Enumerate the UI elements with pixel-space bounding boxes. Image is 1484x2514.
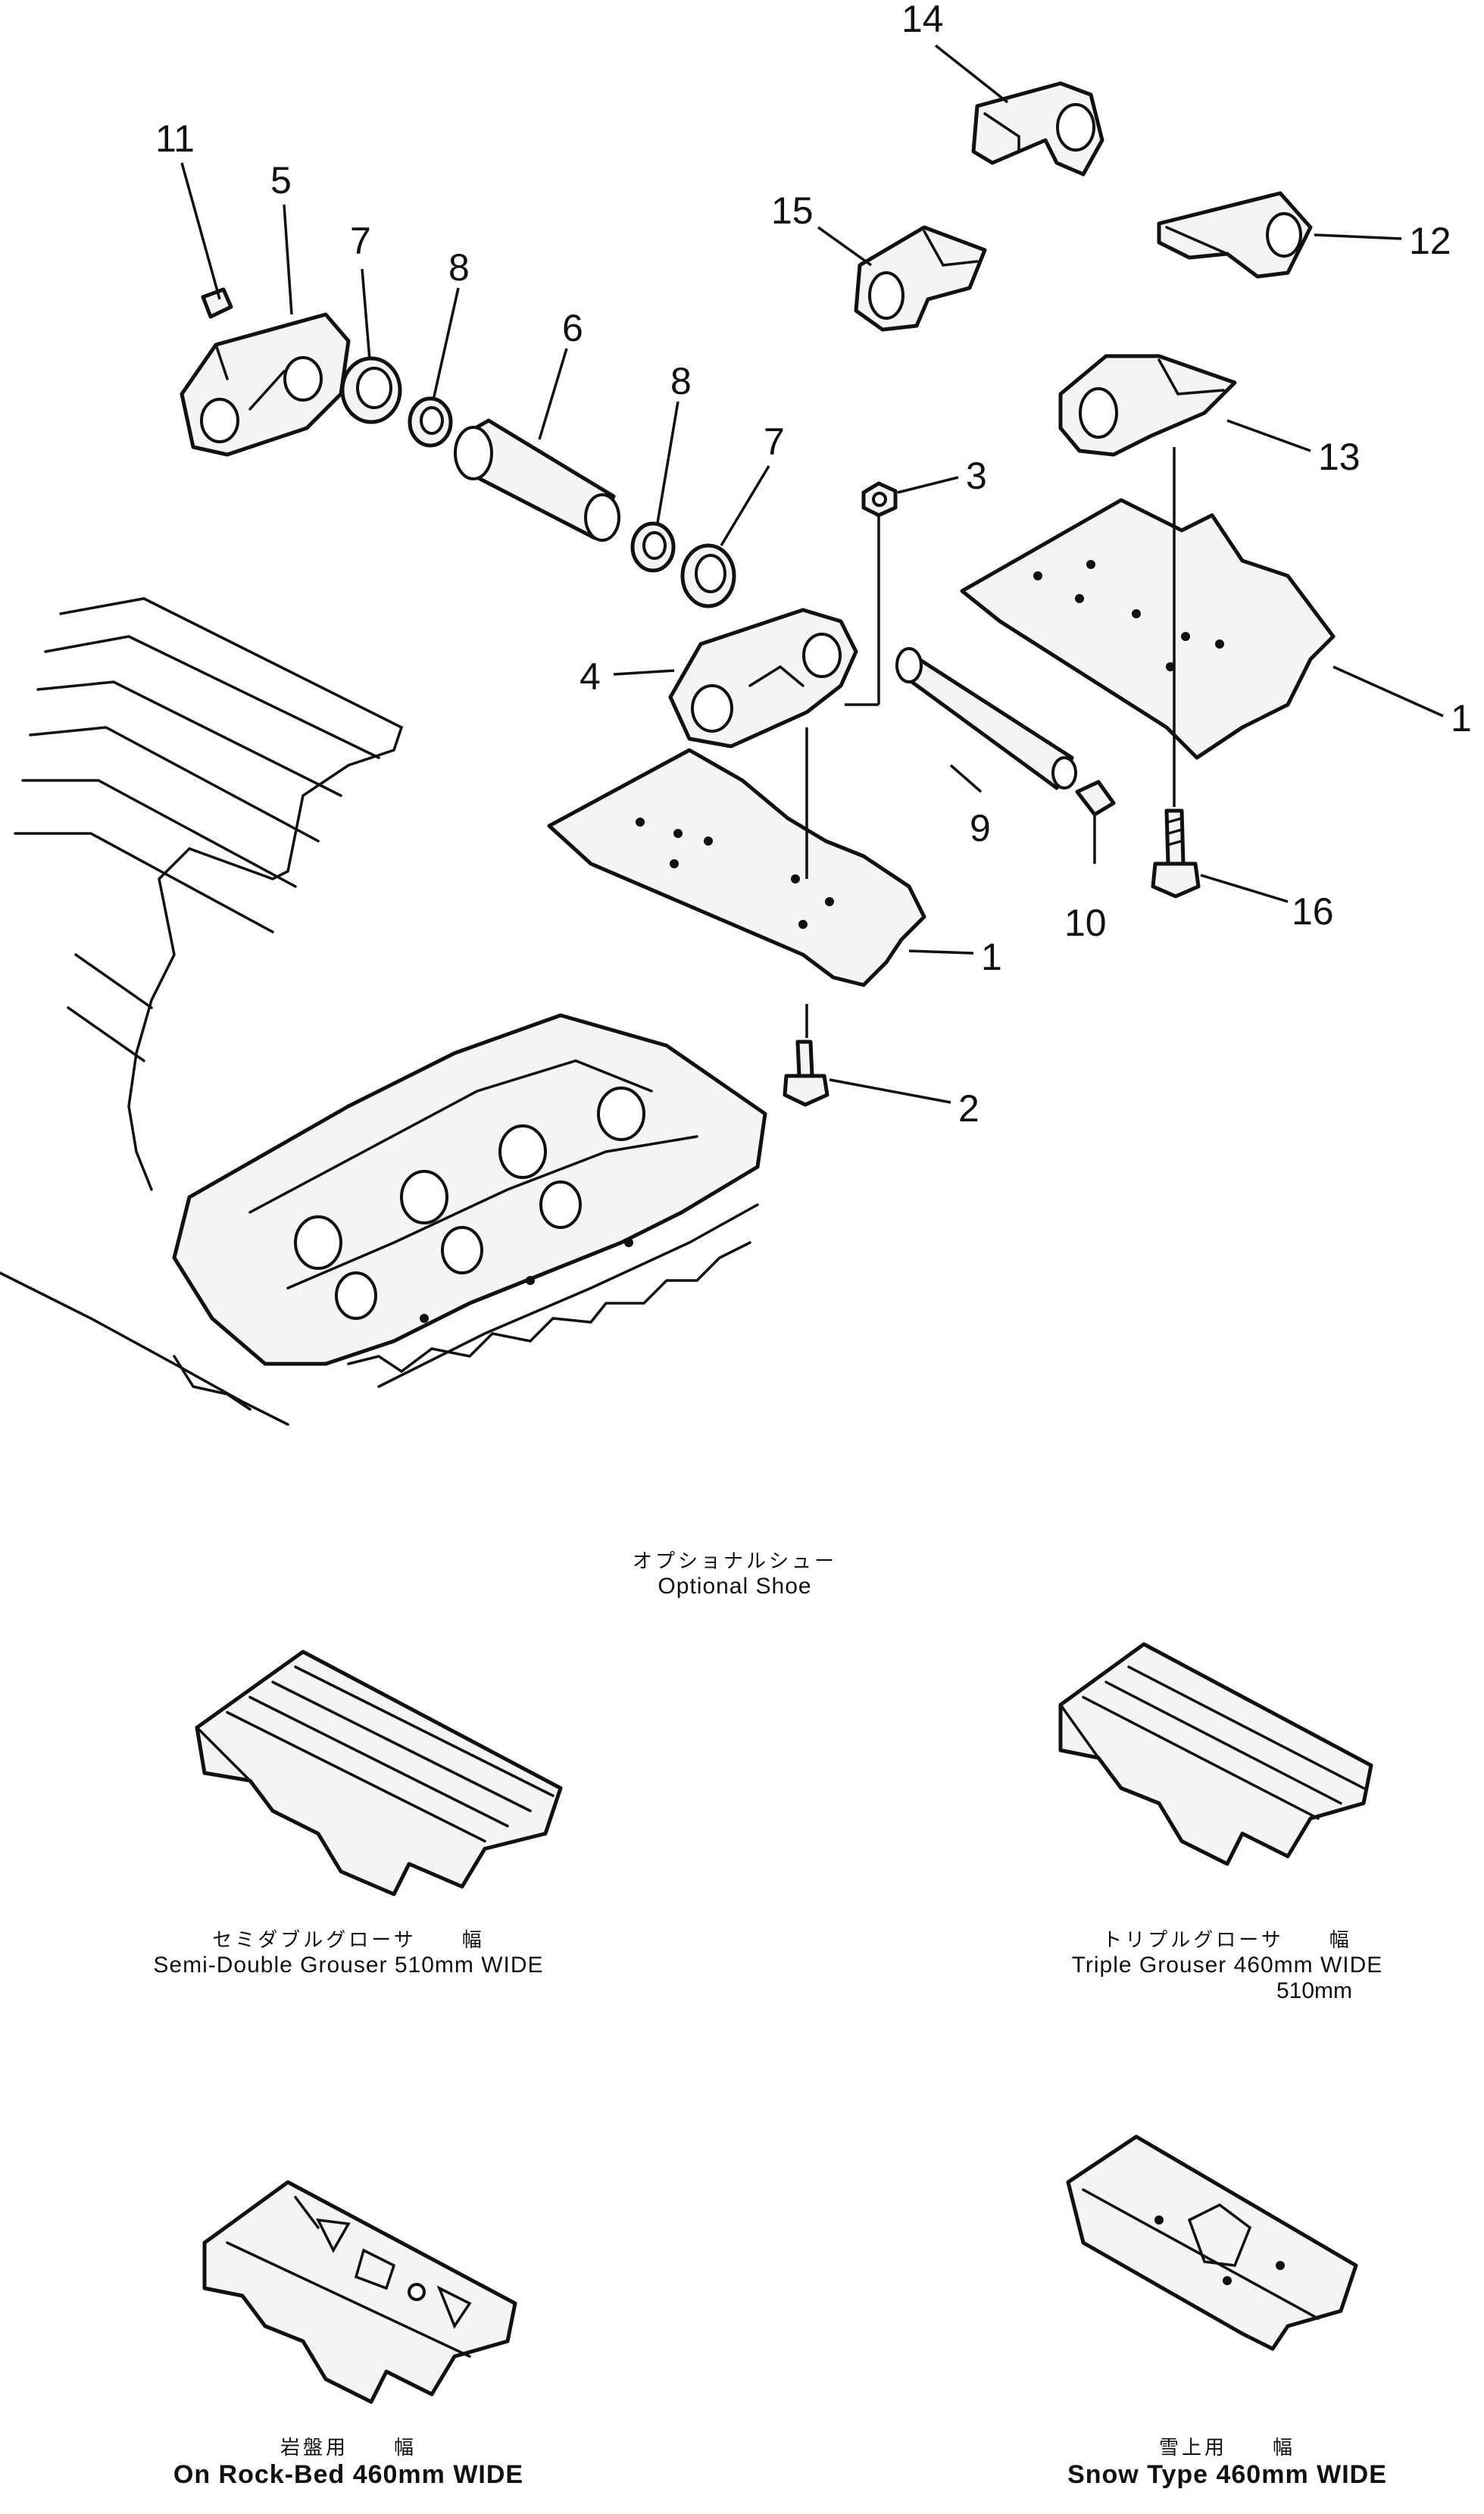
caption-rock-bed-jp: 岩盤用 幅 bbox=[280, 2436, 417, 2459]
part-10-plug bbox=[1075, 780, 1116, 817]
part-14-master-link bbox=[971, 81, 1104, 177]
optional-shoe-title-jp: オプショナルシュー bbox=[632, 1549, 837, 1572]
callout-numbers: 14 15 12 13 11 5 7 8 6 8 7 3 4 1 9 10 16… bbox=[155, 0, 1472, 1130]
part-1-shoe-center bbox=[547, 748, 926, 987]
caption-triple-grouser: トリプルグローサ 幅 Triple Grouser 460mm WIDE 510… bbox=[1015, 1925, 1439, 2004]
callout-14: 14 bbox=[901, 0, 944, 40]
part-4-link bbox=[668, 608, 858, 749]
shoe-semi-double-grouser bbox=[195, 1649, 563, 1896]
callout-6: 6 bbox=[562, 307, 583, 349]
part-1-shoe-right bbox=[960, 498, 1336, 760]
callout-5: 5 bbox=[270, 159, 292, 202]
callout-2: 2 bbox=[958, 1087, 979, 1130]
part-16-shoe-bolt bbox=[1151, 808, 1201, 899]
part-12-master-link bbox=[1157, 191, 1313, 279]
part-15-master-link bbox=[854, 225, 987, 332]
part-8-spacer-left bbox=[408, 396, 453, 448]
callout-12: 12 bbox=[1409, 220, 1451, 262]
track-assembly bbox=[0, 597, 767, 1426]
callout-15: 15 bbox=[771, 189, 814, 232]
caption-triple-extra: 510mm bbox=[1276, 1978, 1353, 2003]
caption-triple-en: Triple Grouser 460mm WIDE bbox=[1071, 1953, 1383, 1978]
caption-snow-type: 雪上用 幅 Snow Type 460mm WIDE bbox=[1015, 2432, 1439, 2490]
leader-lines bbox=[180, 44, 1444, 1104]
callout-1-right: 1 bbox=[1451, 697, 1472, 740]
caption-semi-double-jp: セミダブルグローサ 幅 bbox=[212, 1928, 485, 1951]
part-5-link bbox=[180, 312, 351, 457]
part-7-seal-right bbox=[680, 543, 736, 608]
callout-8-left: 8 bbox=[448, 246, 470, 289]
callout-8-right: 8 bbox=[670, 360, 692, 402]
part-2-shoe-bolt bbox=[783, 1040, 829, 1107]
caption-snow-jp: 雪上用 幅 bbox=[1158, 2436, 1295, 2459]
caption-semi-double-grouser: セミダブルグローサ 幅 Semi-Double Grouser 510mm WI… bbox=[114, 1925, 583, 1978]
part-6-bushing bbox=[454, 418, 620, 542]
caption-triple-jp: トリプルグローサ 幅 bbox=[1102, 1928, 1352, 1951]
caption-semi-double-en: Semi-Double Grouser 510mm WIDE bbox=[153, 1953, 544, 1978]
part-3-nut bbox=[861, 481, 898, 517]
shoe-triple-grouser bbox=[1058, 1642, 1373, 1866]
callout-11: 11 bbox=[155, 117, 195, 160]
caption-rock-bed: 岩盤用 幅 On Rock-Bed 460mm WIDE bbox=[136, 2432, 561, 2490]
caption-snow-en: Snow Type 460mm WIDE bbox=[1067, 2460, 1387, 2489]
callout-13: 13 bbox=[1318, 436, 1361, 478]
callout-9: 9 bbox=[970, 807, 991, 849]
callout-16: 16 bbox=[1292, 890, 1334, 933]
optional-shoe-title: オプショナルシュー Optional Shoe bbox=[576, 1546, 894, 1599]
optional-shoe-title-en: Optional Shoe bbox=[658, 1574, 812, 1599]
shoe-snow-type bbox=[1066, 2134, 1358, 2351]
callout-3: 3 bbox=[966, 455, 987, 497]
callout-10: 10 bbox=[1064, 902, 1107, 944]
callout-7-right: 7 bbox=[764, 421, 785, 463]
part-9-track-pin bbox=[895, 647, 1077, 790]
part-13-master-link bbox=[1058, 354, 1237, 457]
callout-7-left: 7 bbox=[350, 220, 371, 262]
caption-rock-bed-en: On Rock-Bed 460mm WIDE bbox=[173, 2460, 524, 2489]
part-7-seal-left bbox=[340, 356, 402, 424]
part-8-spacer-right bbox=[630, 521, 676, 573]
callout-4: 4 bbox=[580, 655, 601, 698]
shoe-rock-bed bbox=[202, 2180, 517, 2404]
callout-1-center: 1 bbox=[981, 936, 1002, 978]
